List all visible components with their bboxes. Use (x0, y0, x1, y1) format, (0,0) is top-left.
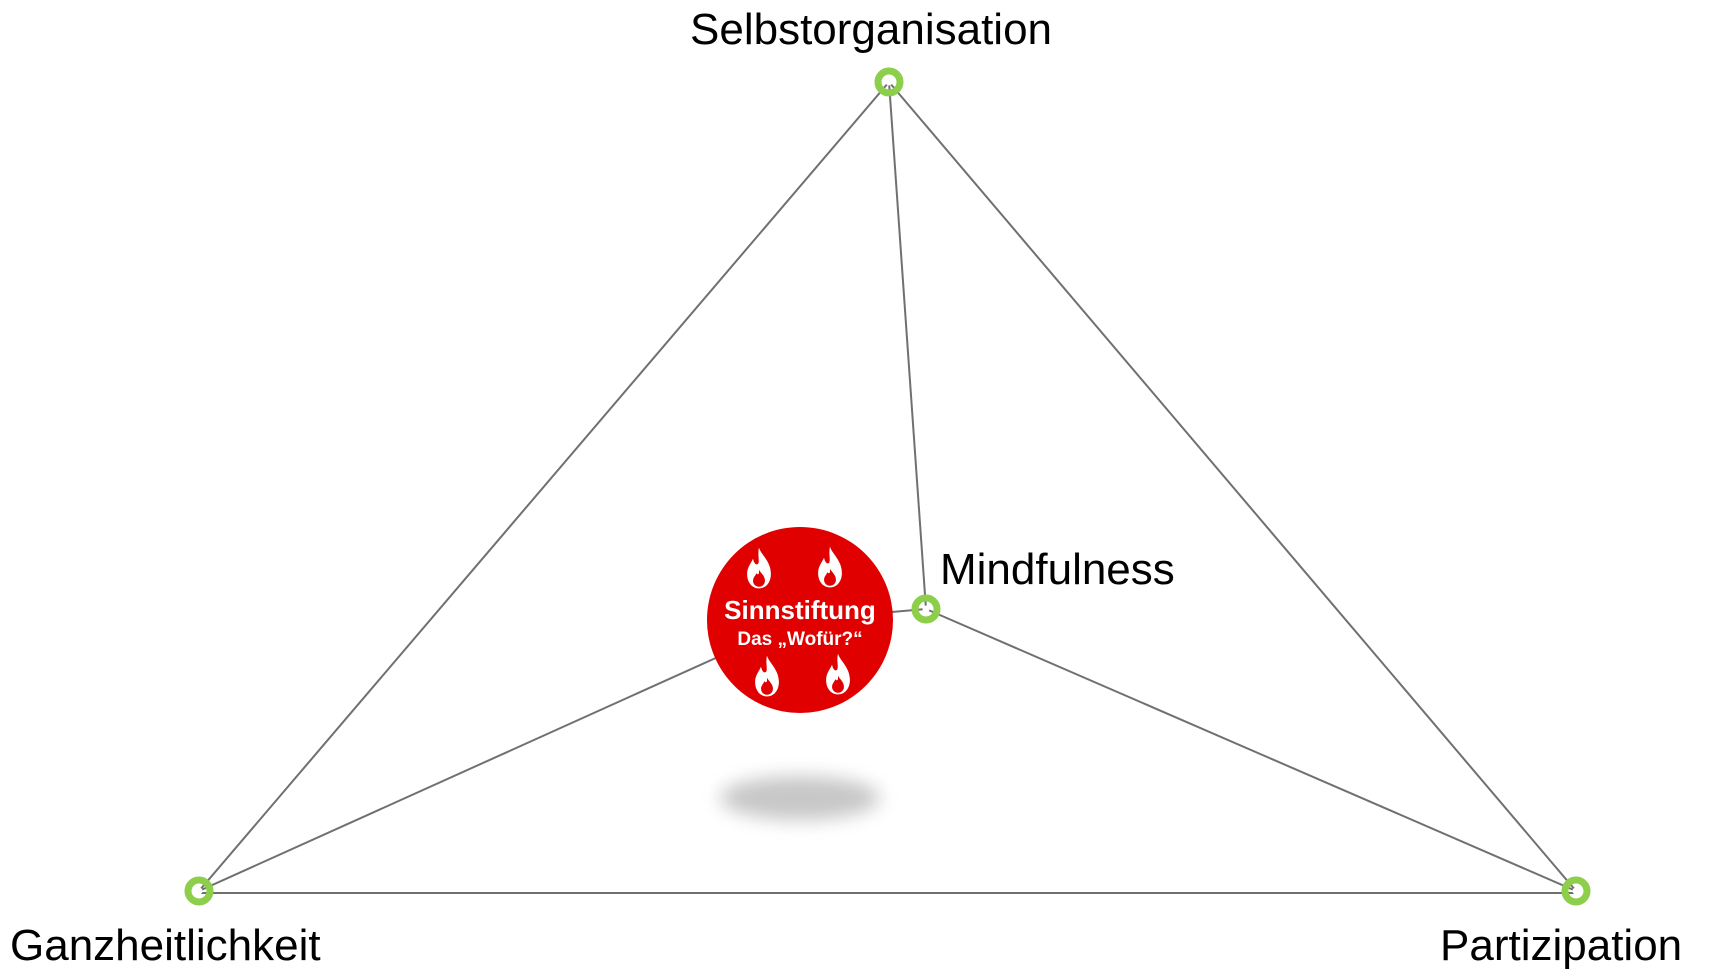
edges (198, 81, 1577, 894)
node-top (874, 67, 904, 97)
node-label-selbstorganisation: Selbstorganisation (690, 5, 1053, 54)
center-title: Sinnstiftung (724, 595, 876, 625)
node-middle (911, 594, 941, 624)
center-subtitle: Das „Wofür?“ (737, 629, 863, 650)
node-label-ganzheitlichkeit: Ganzheitlichkeit (10, 921, 321, 970)
node-right (1561, 876, 1591, 906)
edge-middle-right (925, 608, 1577, 892)
center-shadow (720, 776, 880, 820)
node-label-mindfulness: Mindfulness (940, 545, 1175, 594)
edge-top-left (198, 81, 890, 892)
edge-top-middle (888, 81, 927, 610)
node-label-partizipation: Partizipation (1440, 921, 1683, 970)
node-left (184, 876, 214, 906)
edge-top-right (888, 81, 1577, 892)
edge-left-center (198, 619, 801, 892)
